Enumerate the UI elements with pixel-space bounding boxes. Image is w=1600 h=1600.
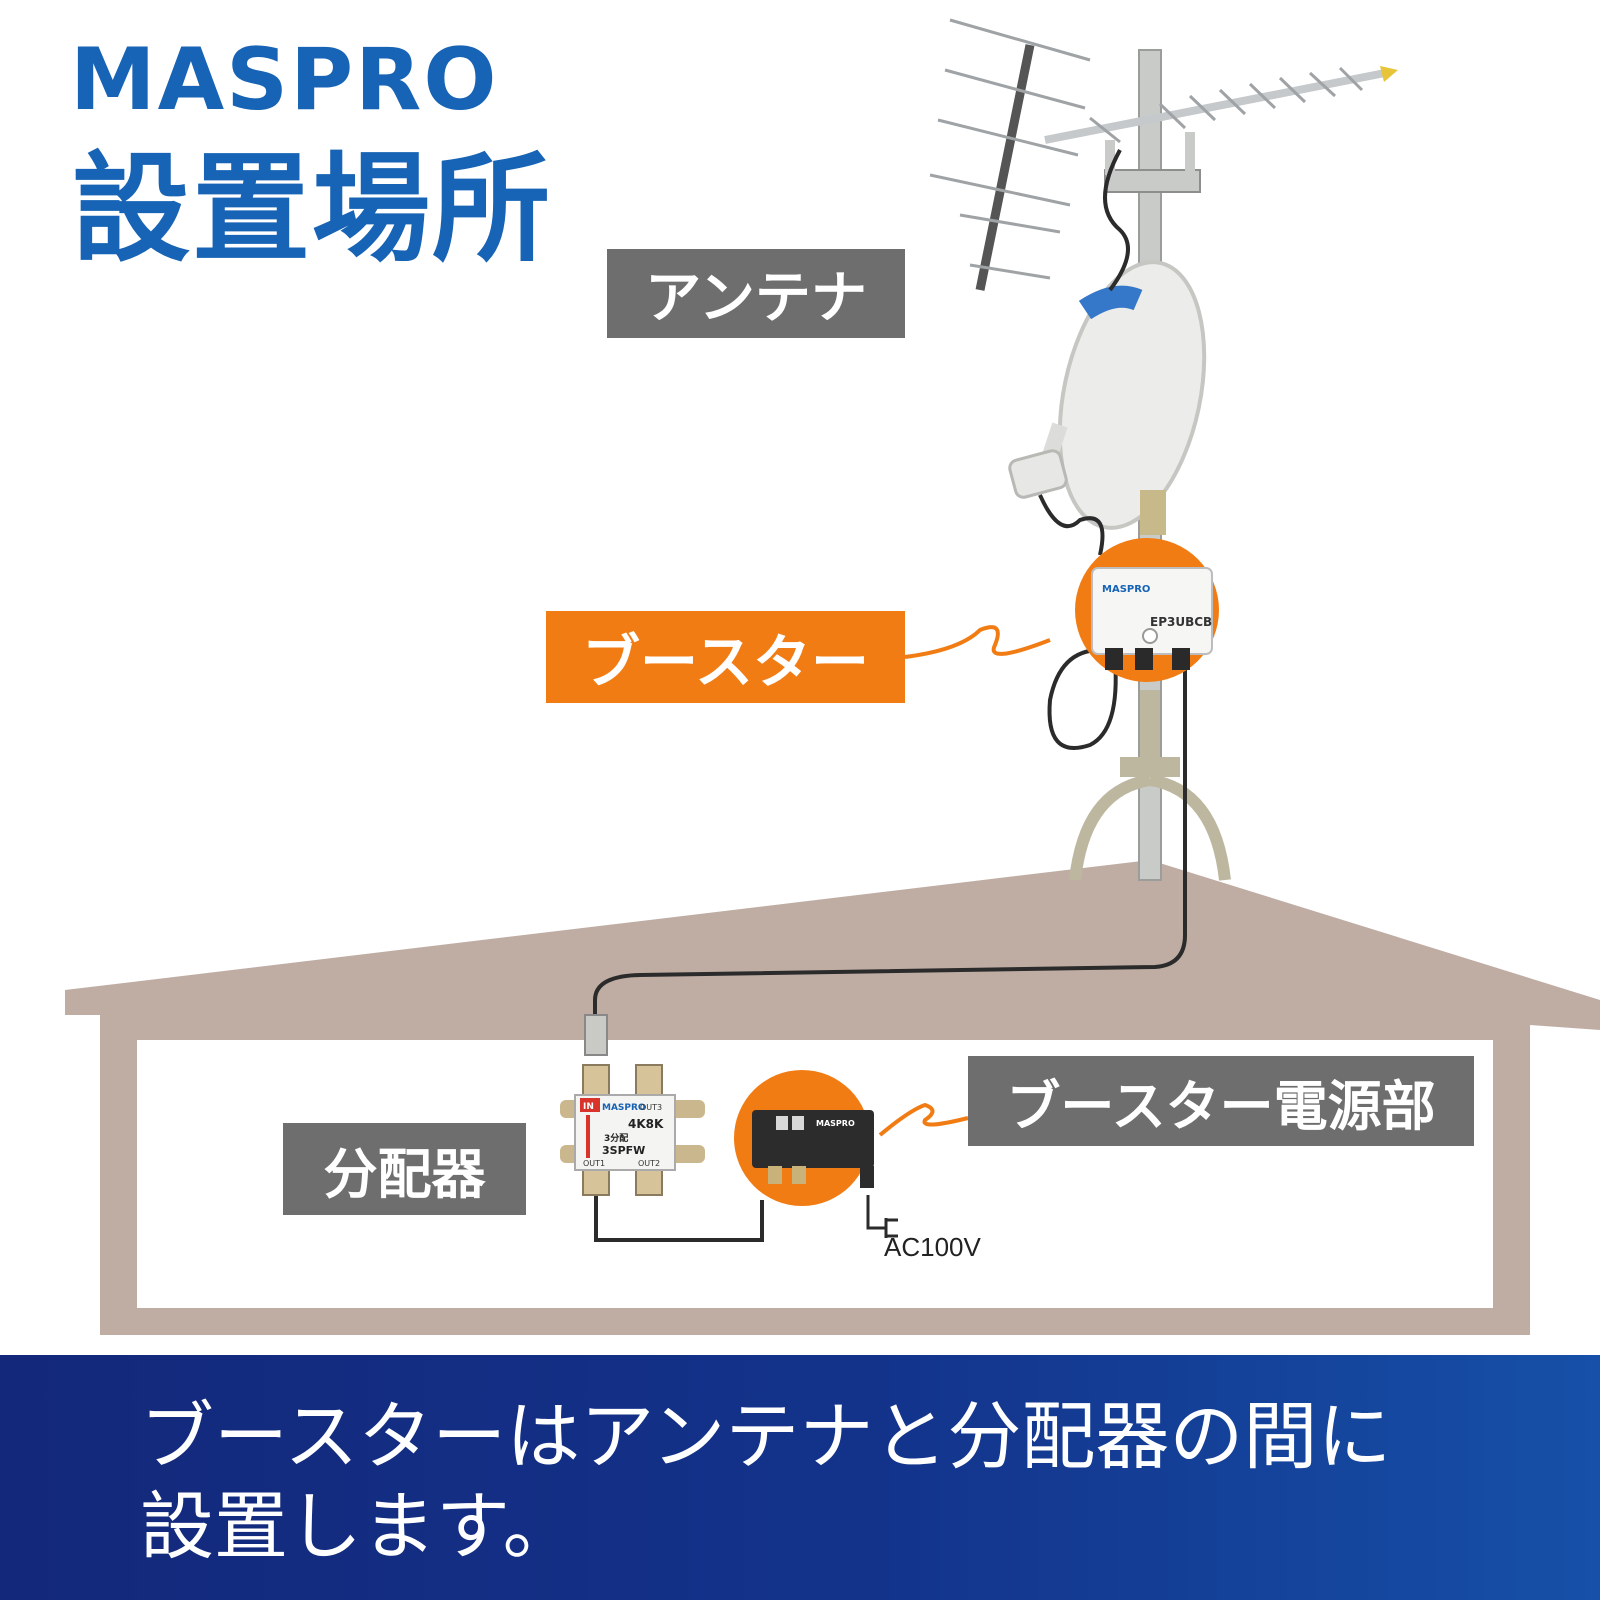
power-supply-device: MASPRO <box>734 1070 874 1206</box>
booster-brand: MASPRO <box>1102 584 1150 595</box>
cables <box>593 149 1187 1242</box>
brand-logo: MASPRO <box>70 30 499 130</box>
power-note: AC100V <box>884 1232 981 1262</box>
uhf-antenna <box>929 18 1398 291</box>
booster-loop <box>1047 648 1118 750</box>
splitter-4k8k: 4K8K <box>628 1117 664 1131</box>
psu-power-cord <box>866 1195 886 1230</box>
splitter-device: IN MASPRO OUT3 4K8K 3分配 3SPFW OUT1 OUT2 <box>560 1014 705 1196</box>
booster-device: MASPRO EP3UBCB <box>1075 538 1219 682</box>
splitter-model: 3SPFW <box>602 1144 645 1157</box>
splitter-psu-cable <box>594 1175 764 1242</box>
label-splitter: 分配器 <box>283 1123 526 1215</box>
callout-leaders <box>878 625 1051 1137</box>
down-cable <box>593 662 1187 1030</box>
label-booster: ブースター <box>546 611 905 703</box>
splitter-out3: OUT3 <box>640 1103 662 1112</box>
splitter-type: 3分配 <box>604 1132 628 1144</box>
splitter-brand: MASPRO <box>602 1103 646 1113</box>
label-antenna: アンテナ <box>607 249 905 338</box>
page-title: 設置場所 <box>72 140 553 278</box>
footer-line-2: 設置します。 <box>140 1484 577 1570</box>
footer-line-1: ブースターはアンテナと分配器の間に <box>140 1394 1392 1480</box>
footer-banner <box>0 1355 1600 1600</box>
splitter-in: IN <box>583 1102 594 1112</box>
dish-cable <box>1038 494 1105 556</box>
psu-brand: MASPRO <box>816 1119 855 1128</box>
booster-model: EP3UBCB <box>1150 615 1212 629</box>
splitter-out2: OUT2 <box>638 1159 660 1168</box>
splitter-out1: OUT1 <box>583 1159 605 1168</box>
uhf-cable <box>1103 149 1130 292</box>
satellite-dish <box>1008 260 1207 535</box>
label-power-unit: ブースター電源部 <box>968 1056 1474 1146</box>
